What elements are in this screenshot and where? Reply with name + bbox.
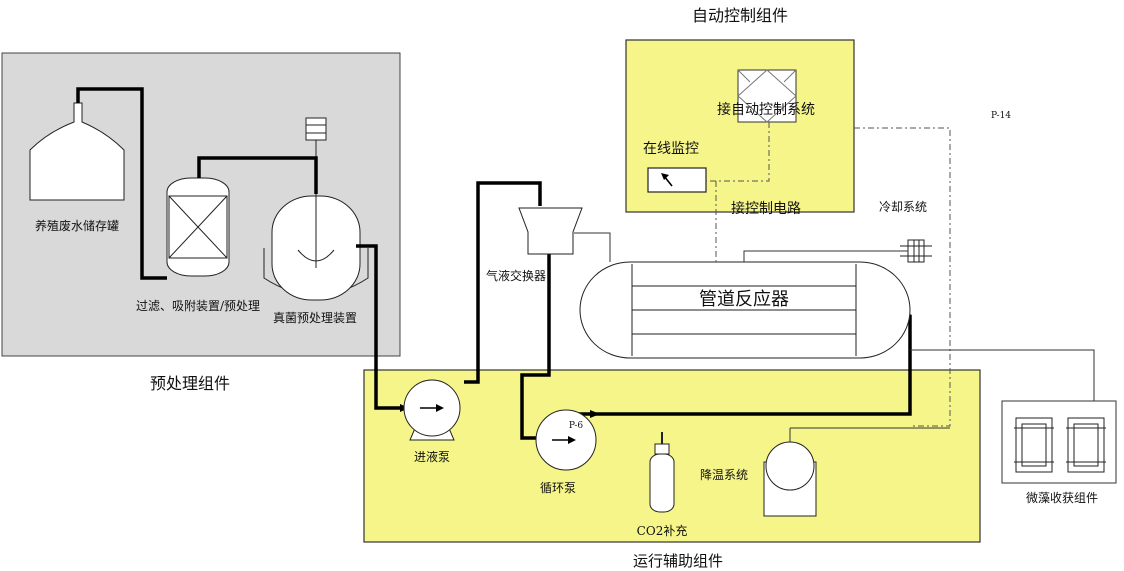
pipe-reactor <box>579 261 911 359</box>
feed-pump-label: 进液泵 <box>414 449 450 464</box>
co2-cylinder <box>649 432 675 513</box>
temp-system-unit <box>763 427 950 517</box>
co2-label: CO2补充 <box>637 523 688 538</box>
circ-arrow <box>590 410 600 418</box>
sterilizer-label: 真菌预处理装置 <box>273 311 357 325</box>
control-group-title: 自动控制组件 <box>692 6 788 25</box>
cooling-line <box>743 250 908 262</box>
p6-tag: P-6 <box>569 421 584 431</box>
control-dashed-lines <box>706 122 951 427</box>
reactor-label: 管道反应器 <box>699 289 789 310</box>
harvest-unit-1 <box>1014 417 1054 473</box>
filter-column <box>166 177 230 277</box>
control-circuit-label: 接控制电路 <box>731 200 801 217</box>
auto-control-box <box>737 69 797 123</box>
circulation-pump <box>535 409 597 471</box>
online-monitor-label: 在线监控 <box>643 141 699 157</box>
aux-group-title: 运行辅助组件 <box>633 552 723 570</box>
temp-system-label: 降温系统 <box>700 468 748 482</box>
filter-label: 过滤、吸附装置/预处理 <box>136 299 260 313</box>
circ-pump-label: 循环泵 <box>540 481 576 495</box>
exchanger-label: 气液交换器 <box>486 268 546 283</box>
harvest-line <box>910 349 1095 401</box>
arrow-cursor-icon <box>661 173 673 187</box>
p14-tag: P-14 <box>991 111 1011 121</box>
storage-tank <box>29 102 125 201</box>
cooling-unit <box>900 239 932 263</box>
auto-system-label: 接自动控制系统 <box>717 101 815 118</box>
harvest-group-title: 微藻收获组件 <box>1026 491 1098 505</box>
feed-pump <box>403 379 461 441</box>
gas-liquid-exchanger <box>518 207 583 255</box>
storage-tank-label: 养殖废水储存罐 <box>35 218 119 233</box>
harvest-unit-2 <box>1066 417 1106 473</box>
sterilizer-tank <box>263 117 369 301</box>
monitor-box <box>647 167 707 193</box>
pretreat-group-title: 预处理组件 <box>150 374 230 393</box>
cooling-system-label: 冷却系统 <box>879 200 927 214</box>
exchanger-line <box>574 232 611 262</box>
aux-panel <box>363 369 981 543</box>
